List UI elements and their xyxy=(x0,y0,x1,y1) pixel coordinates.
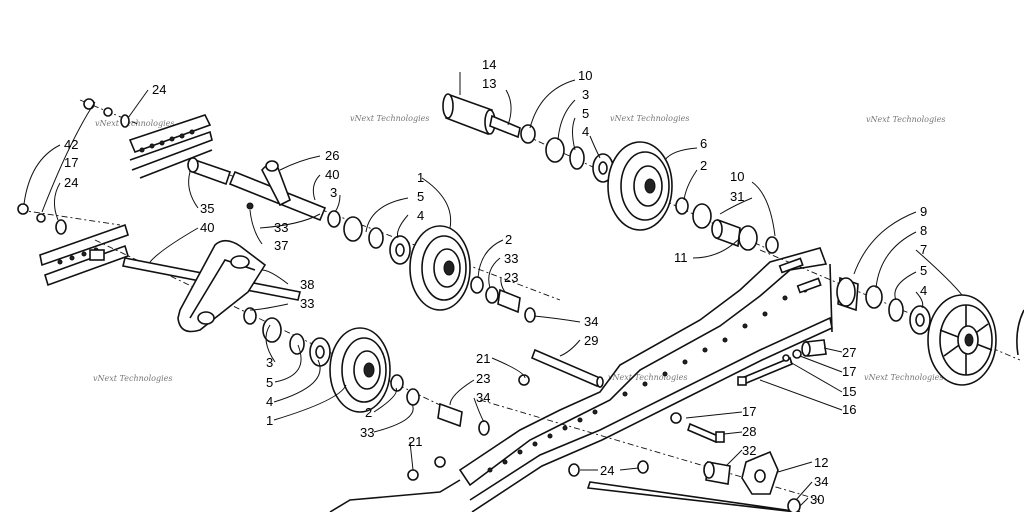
bearings-top-right xyxy=(675,197,779,254)
callout-24c: 24 xyxy=(600,463,614,478)
bearings-top xyxy=(520,124,614,183)
shaft-29 xyxy=(518,348,604,388)
callout-33c: 33 xyxy=(300,296,314,311)
callout-27: 27 xyxy=(842,345,856,360)
callout-3b: 3 xyxy=(330,185,337,200)
callout-5c: 5 xyxy=(266,375,273,390)
callout-9: 9 xyxy=(920,204,927,219)
bolt-28 xyxy=(670,412,725,444)
idler-wheel-6 xyxy=(607,141,673,231)
callout-14: 14 xyxy=(482,57,496,72)
callout-4c: 4 xyxy=(266,394,273,409)
callout-17b: 17 xyxy=(842,364,856,379)
upper-left-hardware xyxy=(17,98,130,235)
lower-hardware xyxy=(568,450,801,512)
callout-6: 6 xyxy=(700,136,707,151)
watermark-6: vNext Technologies xyxy=(608,373,687,382)
spacers-lower xyxy=(390,374,490,436)
callout-29: 29 xyxy=(584,333,598,348)
idler-wheel-1-lower xyxy=(329,327,391,413)
leader-lines xyxy=(23,72,963,507)
watermark-1: vNext Technologies xyxy=(95,119,174,128)
shaft-assembly-35 xyxy=(187,157,327,222)
callout-17: 17 xyxy=(64,155,78,170)
spacers-mid xyxy=(470,276,536,323)
callout-2b: 2 xyxy=(505,232,512,247)
callout-5: 5 xyxy=(582,106,589,121)
callout-5d: 5 xyxy=(920,263,927,278)
callout-40: 40 xyxy=(325,167,339,182)
spacer-bushing-14 xyxy=(442,93,521,139)
callout-11: 11 xyxy=(674,250,688,265)
callout-5b: 5 xyxy=(417,189,424,204)
callout-2c: 2 xyxy=(365,405,372,420)
bolt-16 xyxy=(737,339,827,386)
callout-8: 8 xyxy=(920,223,927,238)
arm-assembly-38 xyxy=(122,239,301,333)
bearings-lower-left xyxy=(243,307,331,367)
callout-34c: 34 xyxy=(814,474,828,489)
callout-16: 16 xyxy=(842,402,856,417)
watermark-group: vNext Technologies vNext Technologies vN… xyxy=(93,114,945,383)
main-side-rail xyxy=(329,247,833,512)
callout-12: 12 xyxy=(814,455,828,470)
callout-2: 2 xyxy=(700,158,707,173)
callout-40b: 40 xyxy=(200,220,214,235)
callout-labels: 14 13 10 3 5 4 6 2 10 31 11 24 42 17 24 … xyxy=(64,57,927,507)
callout-21b: 21 xyxy=(408,434,422,449)
callout-37: 37 xyxy=(274,238,288,253)
callout-21: 21 xyxy=(476,351,490,366)
callout-35: 35 xyxy=(200,201,214,216)
callout-4d: 4 xyxy=(920,283,927,298)
watermark-5: vNext Technologies xyxy=(93,374,172,383)
wheel-edge-right xyxy=(1016,309,1024,356)
callout-33b: 33 xyxy=(504,251,518,266)
callout-4: 4 xyxy=(582,124,589,139)
callout-34: 34 xyxy=(584,314,598,329)
idler-wheel-1-upper xyxy=(409,225,471,311)
callout-10b: 31 xyxy=(730,189,744,204)
callout-10: 10 xyxy=(578,68,592,83)
callout-13: 13 xyxy=(482,76,496,91)
callout-1: 1 xyxy=(417,170,424,185)
callout-1b: 1 xyxy=(266,413,273,428)
nuts-21 xyxy=(407,456,446,481)
callout-28: 28 xyxy=(742,424,756,439)
callout-3: 3 xyxy=(582,87,589,102)
callout-7: 7 xyxy=(920,242,927,257)
callout-31: 10 xyxy=(730,169,744,184)
callout-32: 32 xyxy=(742,443,756,458)
callout-23b: 23 xyxy=(476,371,490,386)
watermark-2: vNext Technologies xyxy=(350,114,429,123)
left-rail-fragment xyxy=(39,114,213,287)
callout-42: 42 xyxy=(64,137,78,152)
callout-30: 30 xyxy=(810,492,824,507)
callout-15: 15 xyxy=(842,384,856,399)
callout-26: 26 xyxy=(325,148,339,163)
callout-24: 24 xyxy=(152,82,166,97)
watermark-3: vNext Technologies xyxy=(610,114,689,123)
callout-17c: 17 xyxy=(742,404,756,419)
callout-33d: 33 xyxy=(360,425,374,440)
callout-24b: 24 xyxy=(64,175,78,190)
callout-4b: 4 xyxy=(417,208,424,223)
callout-23: 23 xyxy=(504,270,518,285)
callout-38: 38 xyxy=(300,277,314,292)
callout-3c: 3 xyxy=(266,355,273,370)
callout-34b: 34 xyxy=(476,390,490,405)
callout-33: 33 xyxy=(274,220,288,235)
idler-wheel-7 xyxy=(927,294,997,386)
bearings-right xyxy=(836,276,931,335)
bearings-mid xyxy=(327,210,411,265)
watermark-7: vNext Technologies xyxy=(864,373,943,382)
watermark-4: vNext Technologies xyxy=(866,115,945,124)
